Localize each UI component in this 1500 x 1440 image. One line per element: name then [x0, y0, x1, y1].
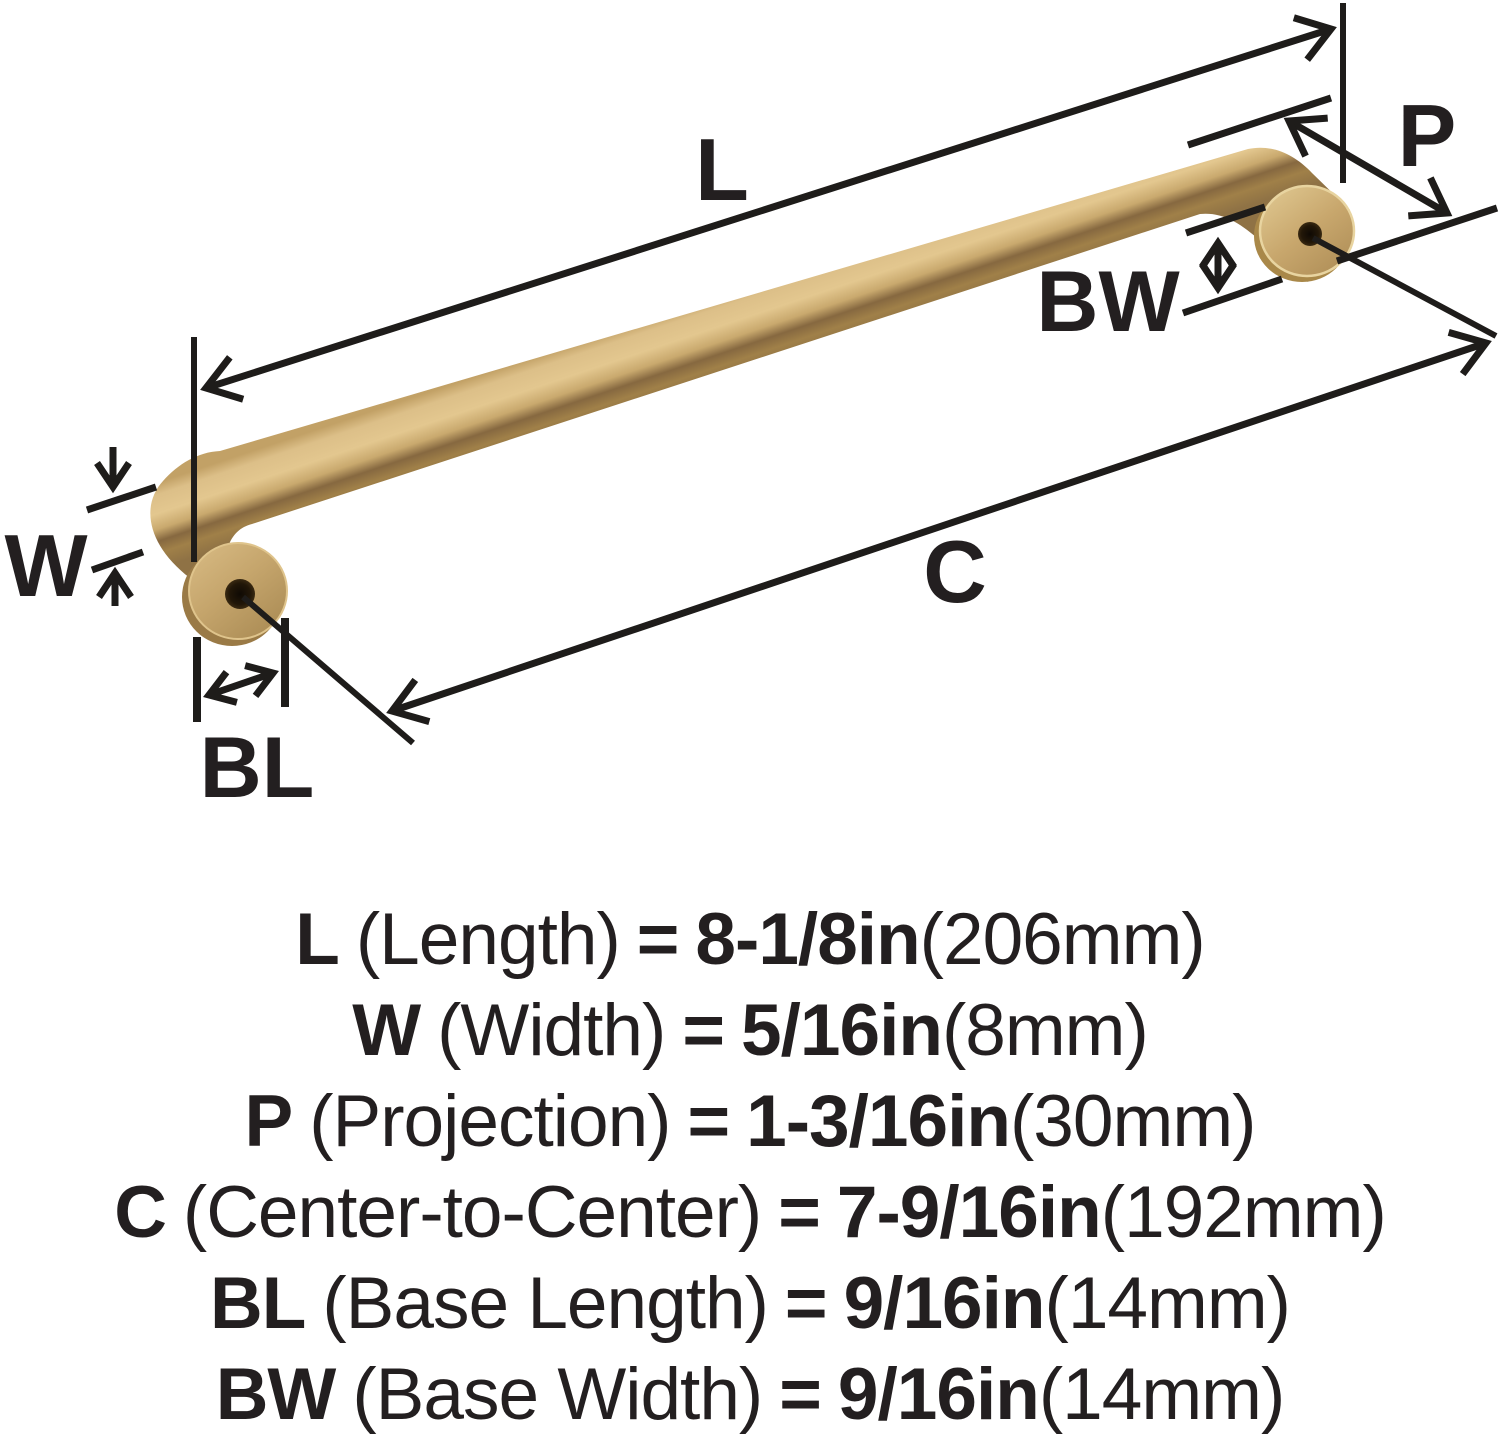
spec-symbol: P	[244, 1081, 294, 1162]
c-extension-line-right	[1311, 235, 1498, 339]
spec-imperial: 7-9/16in	[836, 1172, 1102, 1253]
spec-metric: (206mm)	[919, 899, 1206, 980]
equals-sign: =	[687, 1081, 730, 1162]
label-projection: P	[1398, 86, 1457, 185]
spec-symbol: BW	[215, 1354, 337, 1435]
c-extension-line-left	[241, 594, 415, 746]
spec-symbol: C	[114, 1172, 167, 1253]
spec-row-base-width: BW (Base Width) = 9/16in (14mm)	[0, 1349, 1500, 1440]
w-tick-bottom	[90, 548, 145, 574]
spec-imperial: 9/16in	[843, 1263, 1046, 1344]
spec-metric: (192mm)	[1100, 1172, 1387, 1253]
spec-symbol: L	[295, 899, 340, 980]
spec-imperial: 5/16in	[740, 990, 943, 1071]
c-dimension-arrow	[386, 328, 1492, 726]
spec-name: (Base Width)	[352, 1354, 763, 1435]
spec-row-center-to-center: C (Center-to-Center) = 7-9/16in (192mm)	[0, 1167, 1500, 1258]
bl-dimension-arrow	[203, 662, 279, 706]
spec-row-width: W (Width) = 5/16in (8mm)	[0, 985, 1500, 1076]
equals-sign: =	[682, 990, 725, 1071]
label-base-width: BW	[1036, 254, 1180, 350]
equals-sign: =	[779, 1354, 822, 1435]
spec-name: (Length)	[355, 899, 621, 980]
spec-imperial: 9/16in	[837, 1354, 1040, 1435]
label-center: C	[923, 522, 987, 621]
pull-handle	[150, 147, 1356, 646]
spec-row-base-length: BL (Base Length) = 9/16in (14mm)	[0, 1258, 1500, 1349]
spec-symbol: W	[352, 990, 421, 1071]
label-length: L	[695, 120, 749, 219]
spec-name: (Projection)	[309, 1081, 671, 1162]
spec-row-projection: P (Projection) = 1-3/16in (30mm)	[0, 1076, 1500, 1167]
l-dimension-arrow	[200, 14, 1337, 403]
equals-sign: =	[778, 1172, 821, 1253]
spec-name: (Center-to-Center)	[182, 1172, 762, 1253]
equals-sign: =	[784, 1263, 828, 1344]
label-base-length: BL	[200, 720, 315, 816]
spec-imperial: 1-3/16in	[746, 1081, 1011, 1162]
p-dimension-arrow	[1283, 114, 1453, 220]
equals-sign: =	[636, 899, 680, 980]
w-tick-top	[85, 483, 158, 514]
spec-symbol: BL	[210, 1263, 306, 1344]
dimension-lines	[85, 3, 1499, 746]
spec-metric: (30mm)	[1010, 1081, 1256, 1162]
spec-name: (Base Length)	[322, 1263, 769, 1344]
spec-name: (Width)	[437, 990, 666, 1071]
p-witness-line-bottom	[1335, 204, 1499, 265]
spec-metric: (14mm)	[1038, 1354, 1285, 1435]
spec-metric: (14mm)	[1044, 1263, 1291, 1344]
spec-row-length: L (Length) = 8-1/8in (206mm)	[0, 894, 1500, 985]
spec-metric: (8mm)	[941, 990, 1149, 1071]
pull-handle-dimension-diagram: L P BW W C BL	[4, 3, 1499, 816]
bw-tick-top	[1184, 203, 1267, 237]
label-width: W	[4, 516, 87, 615]
spec-imperial: 8-1/8in	[695, 899, 920, 980]
bw-tick-bottom	[1181, 275, 1284, 317]
dimension-spec-list: L (Length) = 8-1/8in (206mm) W (Width) =…	[0, 880, 1500, 1440]
p-witness-line-top	[1186, 94, 1333, 149]
